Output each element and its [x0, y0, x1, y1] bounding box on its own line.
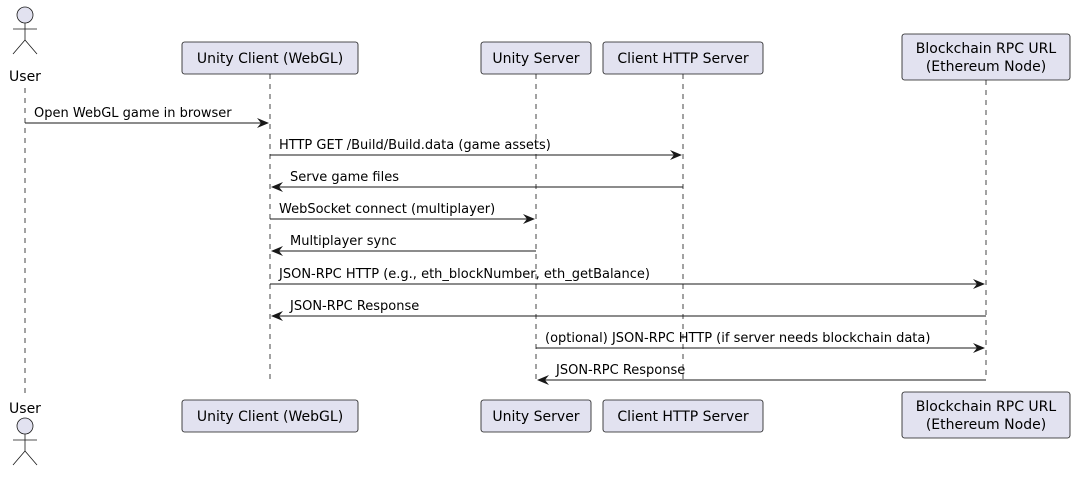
message-arrow: HTTP GET /Build/Build.data (game assets)	[270, 138, 682, 160]
actor-leg-left	[12, 450, 26, 466]
participant-server-top: Unity Server	[480, 41, 592, 75]
participant-rpc-bottom: Blockchain RPC URL (Ethereum Node)	[901, 391, 1071, 439]
arrowhead-icon	[537, 375, 549, 385]
participant-box	[602, 399, 764, 433]
participant-box	[602, 41, 764, 75]
participant-client-bottom: Unity Client (WebGL)	[181, 399, 359, 433]
message-label: HTTP GET /Build/Build.data (game assets)	[279, 138, 551, 153]
message-label: JSON-RPC Response	[555, 363, 685, 378]
arrowhead-icon	[973, 279, 985, 289]
participant-label: Unity Server	[492, 51, 579, 67]
arrowhead-icon	[670, 150, 682, 160]
participant-label: Blockchain RPC URL	[916, 399, 1057, 415]
participant-label: Client HTTP Server	[617, 409, 748, 425]
actor-leg-left	[12, 39, 26, 55]
message-arrow: (optional) JSON-RPC HTTP (if server need…	[536, 331, 985, 353]
participant-box	[901, 391, 1071, 439]
participant-server-bottom: Unity Server	[480, 399, 592, 433]
message-label: WebSocket connect (multiplayer)	[279, 202, 495, 217]
message-label: Serve game files	[290, 170, 399, 185]
participant-http-bottom: Client HTTP Server	[602, 399, 764, 433]
participant-label: Blockchain RPC URL	[916, 41, 1057, 57]
participant-box	[480, 41, 592, 75]
actor-head-icon	[16, 6, 34, 24]
participant-box	[181, 41, 359, 75]
arrowhead-icon	[973, 343, 985, 353]
message-arrow: Multiplayer sync	[271, 234, 536, 256]
actor-head-icon	[16, 417, 34, 435]
participant-rpc-top: Blockchain RPC URL (Ethereum Node)	[901, 33, 1071, 81]
participant-label: Client HTTP Server	[617, 51, 748, 67]
actor-user-top	[12, 6, 38, 55]
participant-box	[480, 399, 592, 433]
actor-leg-right	[24, 39, 38, 55]
participant-label: (Ethereum Node)	[926, 59, 1046, 75]
actor-label: User	[9, 401, 41, 417]
message-label: JSON-RPC HTTP (e.g., eth_blockNumber, et…	[278, 267, 650, 282]
message-arrow: JSON-RPC Response	[537, 363, 986, 385]
actor-label: User	[9, 69, 41, 85]
message-arrow: JSON-RPC Response	[271, 299, 986, 321]
arrowhead-icon	[257, 118, 269, 128]
participant-box	[901, 33, 1071, 81]
arrowhead-icon	[271, 246, 283, 256]
arrowhead-icon	[271, 311, 283, 321]
message-arrow: JSON-RPC HTTP (e.g., eth_blockNumber, et…	[270, 267, 985, 289]
participant-client-top: Unity Client (WebGL)	[181, 41, 359, 75]
message-label: (optional) JSON-RPC HTTP (if server need…	[545, 331, 930, 346]
participant-box	[181, 399, 359, 433]
participant-label: (Ethereum Node)	[926, 417, 1046, 433]
message-label: JSON-RPC Response	[289, 299, 419, 314]
message-arrow: Serve game files	[271, 170, 683, 192]
participant-label: Unity Client (WebGL)	[197, 409, 343, 425]
message-label: Open WebGL game in browser	[34, 106, 232, 121]
actor-user-bottom	[12, 417, 38, 466]
participant-label: Unity Server	[492, 409, 579, 425]
arrowhead-icon	[523, 214, 535, 224]
actor-leg-right	[24, 450, 38, 466]
message-arrow: Open WebGL game in browser	[25, 106, 269, 128]
arrowhead-icon	[271, 182, 283, 192]
participant-label: Unity Client (WebGL)	[197, 51, 343, 67]
message-label: Multiplayer sync	[290, 234, 397, 249]
message-arrow: WebSocket connect (multiplayer)	[270, 202, 535, 224]
participant-http-top: Client HTTP Server	[602, 41, 764, 75]
